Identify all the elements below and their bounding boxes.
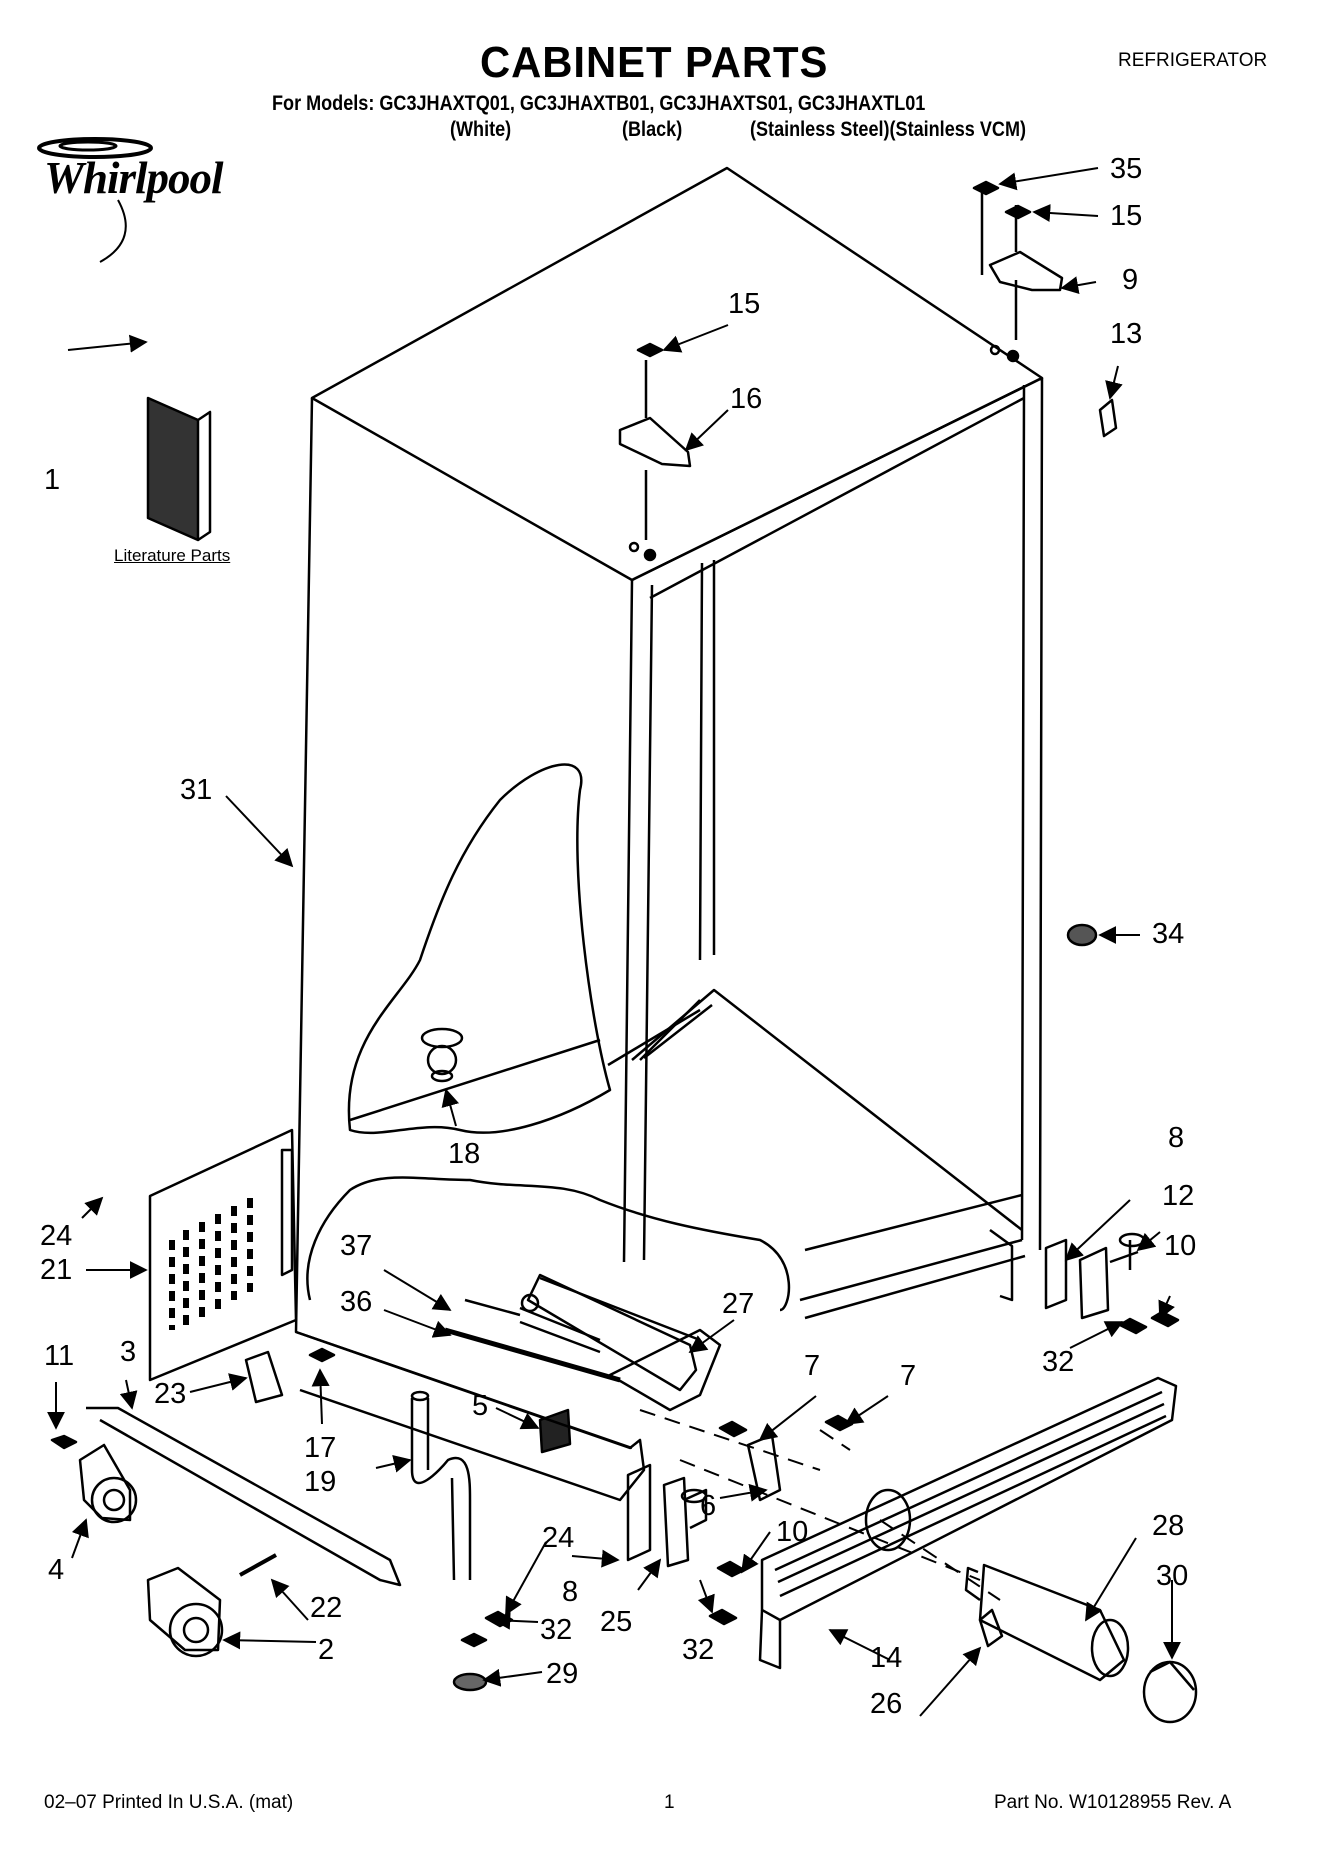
callout-10-lower: 10 [776,1516,809,1548]
callout-23: 23 [154,1378,187,1410]
rod-37 [464,1298,521,1317]
callout-19: 19 [304,1466,337,1498]
callout-35: 35 [1110,153,1143,185]
callout-3: 3 [120,1336,137,1368]
callout-16: 16 [730,383,763,415]
callout-14: 14 [870,1642,903,1674]
callout-2: 2 [318,1634,335,1666]
callout-5: 5 [472,1390,489,1422]
literature-parts-label: Literature Parts [114,546,231,565]
callout-24-top: 24 [40,1220,73,1252]
callout-7-right: 7 [900,1360,917,1392]
callout-21: 21 [40,1254,73,1286]
water-filter [978,1563,1126,1682]
cabinet-front-frame [622,376,1044,1263]
callout-24-lower: 24 [542,1522,575,1554]
callout-17: 17 [304,1432,337,1464]
callout-30: 30 [1156,1560,1189,1592]
callout-18: 18 [448,1138,481,1170]
callout-31: 31 [180,774,213,806]
callout-15-mid: 15 [728,288,761,320]
callout-8-lower: 8 [562,1576,579,1608]
literature-book [146,396,200,542]
footer-page-number: 1 [664,1792,675,1813]
cabinet-top [310,166,1044,582]
callout-37: 37 [340,1230,373,1262]
drain-tube [410,1398,472,1581]
callout-28: 28 [1152,1510,1185,1542]
callout-9: 9 [1122,264,1139,296]
callout-22: 22 [310,1592,343,1624]
variant-black: (Black) [622,118,683,141]
callout-6: 6 [700,1490,717,1522]
models-line: For Models: GC3JHAXTQ01, GC3JHAXTB01, GC… [272,92,926,115]
top-hinge-left [618,416,692,468]
rod-36 [444,1327,621,1383]
appliance-type: REFRIGERATOR [1118,50,1268,71]
variant-white: (White) [450,118,512,141]
brand-logo: Whirlpool [44,153,224,203]
callout-36: 36 [340,1286,373,1318]
callout-12: 12 [1162,1180,1195,1212]
top-hinge-right [988,250,1064,292]
page-title: CABINET PARTS [480,38,829,87]
callout-7-left: 7 [804,1350,821,1382]
callout-27: 27 [722,1288,755,1320]
cabinet-bottom-rail [799,1193,1026,1320]
callout-32-left: 32 [540,1614,573,1646]
bottom-hinge-right [1044,1238,1068,1310]
front-roller-left [78,1443,132,1522]
variant-stainless: (Stainless Steel)(Stainless VCM) [750,118,1027,141]
callout-32-right: 32 [1042,1346,1075,1378]
callout-29: 29 [546,1658,579,1690]
callout-13: 13 [1110,318,1143,350]
callout-1: 1 [44,464,61,496]
callout-32-lower: 32 [682,1634,715,1666]
cutaway-outline [347,763,612,1135]
callout-4: 4 [48,1554,65,1586]
callout-10-right: 10 [1164,1230,1197,1262]
callout-11: 11 [44,1340,75,1372]
drain-trough [526,1273,698,1392]
footer-part-number: Part No. W10128955 Rev. A [994,1792,1232,1813]
callout-26: 26 [870,1688,903,1720]
callout-15-top: 15 [1110,200,1143,232]
callout-8-right: 8 [1168,1122,1185,1154]
callout-25: 25 [600,1606,633,1638]
footer-printed: 02–07 Printed In U.S.A. (mat) [44,1792,294,1813]
callout-34: 34 [1152,918,1185,950]
front-roller-right [146,1566,222,1652]
rear-cover [148,1128,298,1382]
cabinet-mullion [698,560,716,961]
